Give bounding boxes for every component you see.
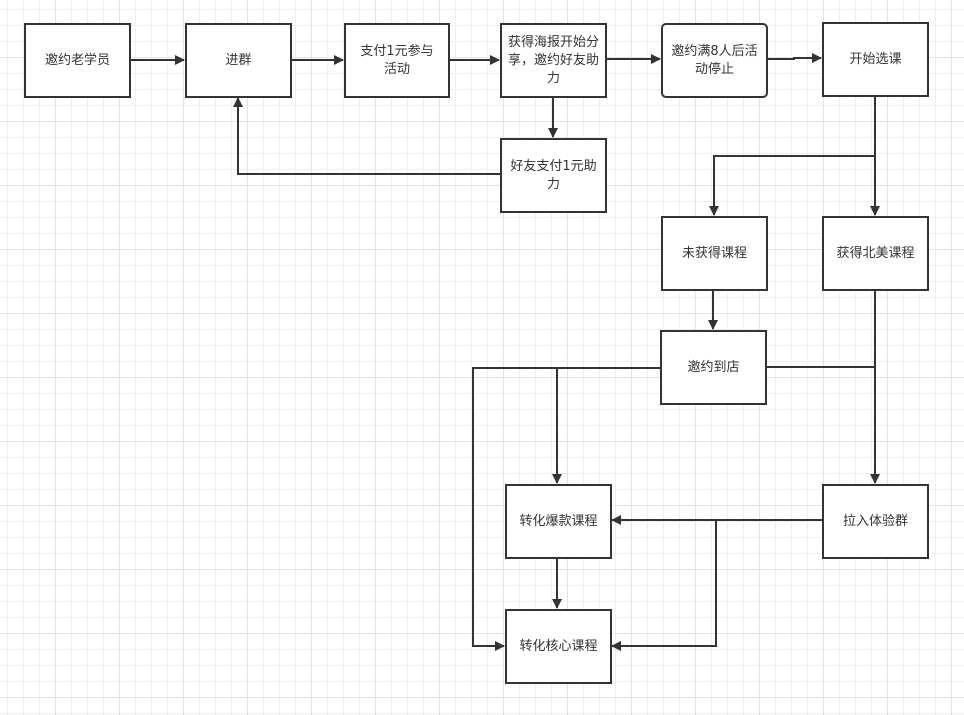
edge-selection-to-no-course bbox=[709, 96, 876, 216]
node-label: 开始选课 bbox=[849, 51, 902, 67]
edge-store-to-core-course bbox=[472, 367, 557, 651]
node-label: 拉入体验群 bbox=[842, 513, 908, 529]
node-get-poster[interactable]: 获得海报开始分享，邀约好友助力 bbox=[500, 23, 607, 98]
node-invite-old-students[interactable]: 邀约老学员 bbox=[24, 23, 131, 98]
node-start-course-selection[interactable]: 开始选课 bbox=[822, 22, 929, 97]
edge-trial-to-core-course bbox=[611, 520, 717, 651]
node-activity-stops[interactable]: 邀约满8人后活动停止 bbox=[661, 23, 768, 98]
node-invite-to-store[interactable]: 邀约到店 bbox=[660, 330, 767, 405]
node-label: 邀约满8人后活动停止 bbox=[671, 43, 758, 77]
node-label: 邀约老学员 bbox=[44, 52, 110, 68]
node-convert-hot-course[interactable]: 转化爆款课程 bbox=[505, 484, 612, 559]
node-friend-pays[interactable]: 好友支付1元助力 bbox=[500, 138, 607, 213]
node-label: 进群 bbox=[225, 52, 252, 68]
node-label: 转化核心课程 bbox=[519, 638, 598, 654]
node-label: 获得北美课程 bbox=[836, 245, 915, 261]
edge-friend-pays-to-join-group bbox=[233, 97, 500, 175]
edge-stop-to-course-selection bbox=[767, 53, 822, 63]
node-label: 支付1元参与活动 bbox=[360, 43, 434, 77]
node-label: 转化爆款课程 bbox=[519, 513, 598, 529]
edge-store-to-hot-course bbox=[552, 367, 660, 484]
node-no-course-obtained[interactable]: 未获得课程 bbox=[661, 216, 768, 291]
node-label: 未获得课程 bbox=[681, 245, 747, 261]
node-label: 好友支付1元助力 bbox=[510, 158, 597, 192]
node-convert-core-course[interactable]: 转化核心课程 bbox=[505, 609, 612, 684]
node-pay-one-yuan[interactable]: 支付1元参与活动 bbox=[344, 23, 450, 98]
node-join-group[interactable]: 进群 bbox=[185, 23, 292, 98]
node-label: 邀约到店 bbox=[687, 359, 740, 375]
node-trial-group[interactable]: 拉入体验群 bbox=[822, 484, 929, 559]
node-label: 获得海报开始分享，邀约好友助力 bbox=[508, 34, 600, 86]
node-got-na-course[interactable]: 获得北美课程 bbox=[822, 216, 929, 291]
